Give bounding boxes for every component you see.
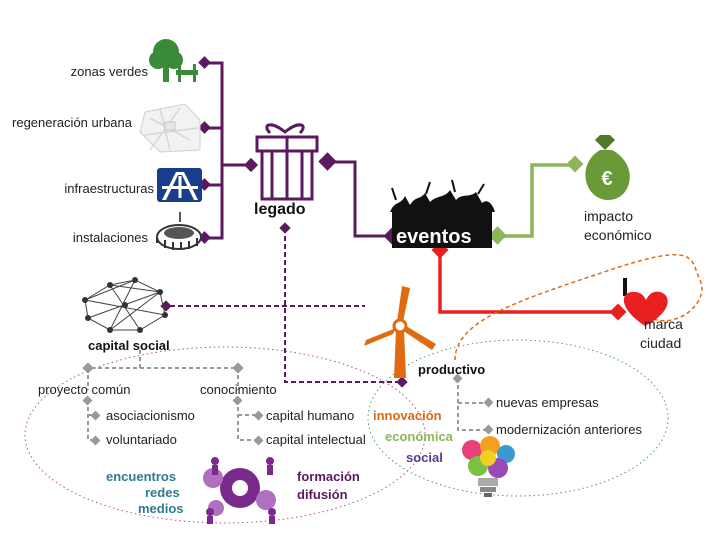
nuevas-empresas-label: nuevas empresas: [496, 395, 599, 410]
gift-icon: [255, 123, 319, 201]
impacto-label-line2: económico: [584, 227, 652, 243]
dashed-connectors: [170, 228, 402, 383]
capital-intelectual-label: capital intelectual: [266, 432, 366, 447]
crowd-icon: [390, 179, 495, 248]
proyecto-comun-label: proyecto común: [38, 382, 131, 397]
productivo-title: productivo: [418, 362, 486, 377]
lightbulb-icon: [462, 436, 515, 497]
asociacionismo-label: asociacionismo: [106, 408, 195, 423]
encuentros-line1: encuentros: [106, 469, 177, 484]
legado-title: legado: [254, 201, 306, 218]
marca-label-line1: marca: [644, 316, 683, 332]
productivo-tree: [457, 378, 488, 431]
modernizacion-label: modernización anteriores: [496, 422, 642, 437]
money-bag-icon: €: [585, 135, 630, 200]
legado-item-zonas-verdes: zonas verdes: [70, 64, 148, 79]
capital-social-title: capital social: [88, 338, 170, 353]
social-ellipse: [24, 346, 426, 524]
eventos-title: eventos: [396, 226, 472, 248]
wind-turbine-icon: [364, 286, 436, 378]
impacto-label-line1: impacto: [584, 208, 634, 224]
impacto-connector: [488, 155, 584, 245]
encuentros-line3: medios: [138, 501, 184, 516]
svg-text:€: €: [601, 168, 612, 190]
marca-connector: [431, 241, 627, 321]
formacion-line2: difusión: [297, 487, 348, 502]
voluntariado-label: voluntariado: [106, 432, 177, 447]
network-icon: [82, 277, 168, 333]
gears-people-icon: [203, 457, 276, 524]
innovacion-line3: social: [406, 450, 443, 465]
legado-item-regeneracion: regeneración urbana: [12, 115, 132, 130]
heart-icon: [623, 278, 668, 326]
marca-label-line2: ciudad: [640, 335, 682, 351]
innovacion-line2: económica: [385, 429, 453, 444]
stadium-icon: [156, 212, 202, 250]
legado-item-infraestructuras: infraestructuras: [64, 181, 154, 196]
innovacion-line1: innovación: [373, 408, 442, 423]
capital-humano-label: capital humano: [266, 408, 355, 423]
orange-dashed-curve: [454, 254, 703, 361]
encuentros-line2: redes: [145, 485, 180, 500]
highway-icon: [157, 168, 202, 202]
legado-item-instalaciones: instalaciones: [72, 230, 148, 245]
tree-bench-icon: [149, 39, 198, 82]
productivo-ellipse: [367, 339, 669, 497]
conocimiento-label: conocimiento: [200, 382, 277, 397]
map-icon: [139, 103, 201, 153]
formacion-line1: formación: [297, 469, 360, 484]
